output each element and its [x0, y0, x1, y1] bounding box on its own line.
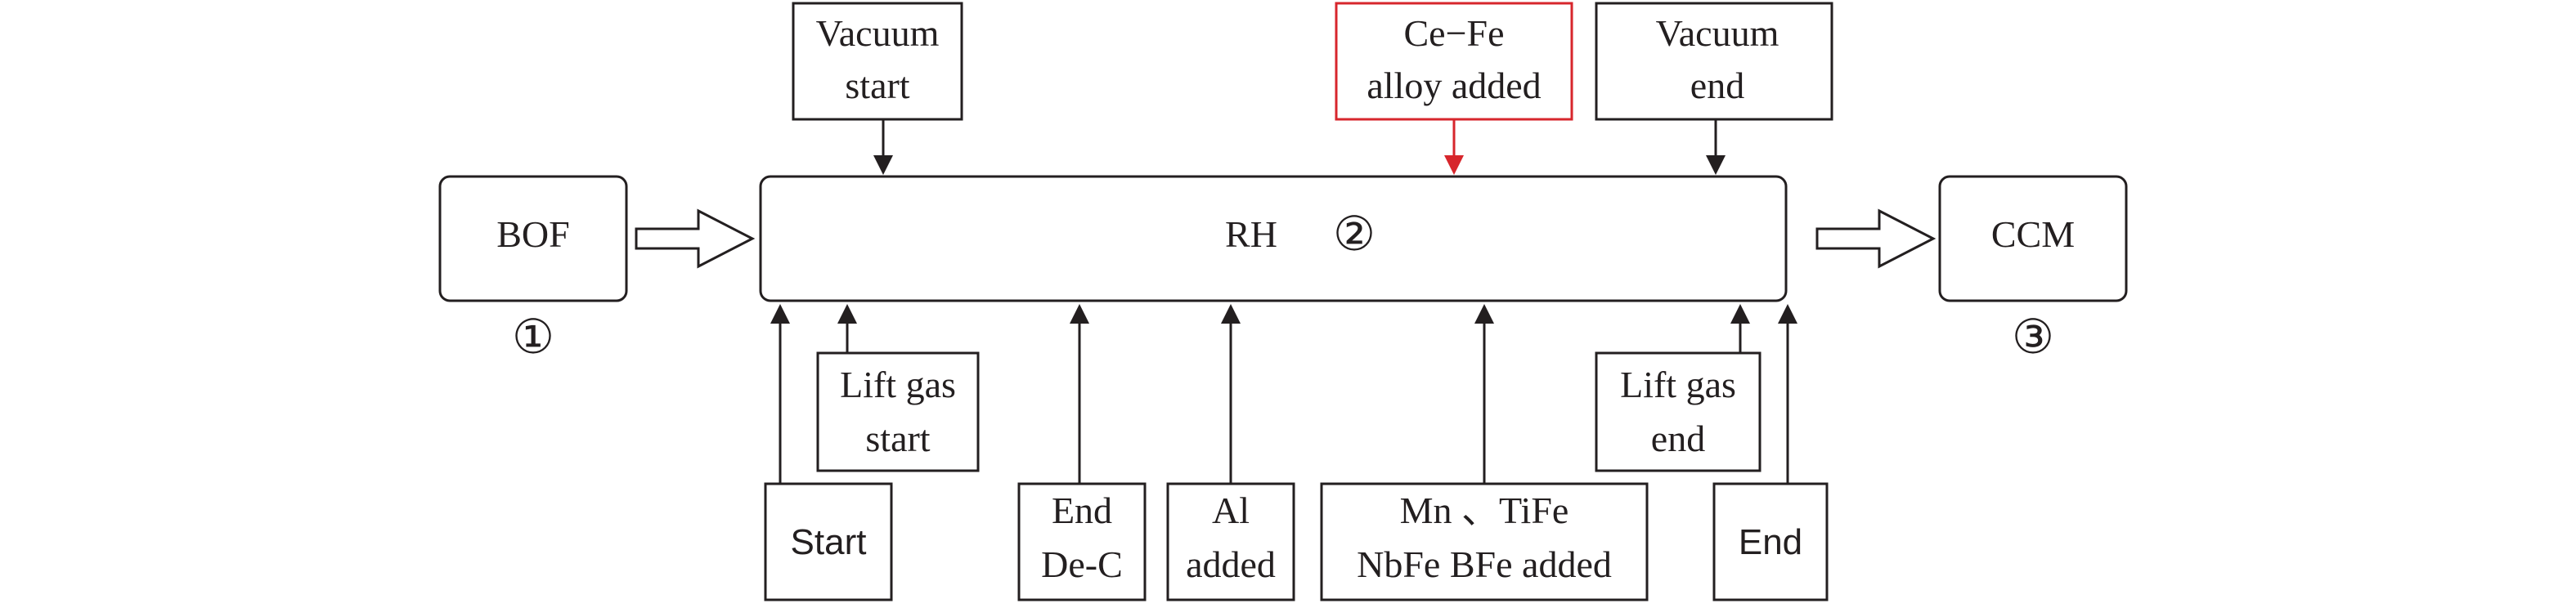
lift-gas-end-box — [1595, 351, 1761, 472]
al-added-line2: added — [1186, 543, 1276, 585]
vacuum-start-arrowhead — [873, 155, 893, 175]
start-label: Start — [791, 522, 867, 562]
vacuum-start-line2: start — [845, 65, 909, 106]
rh-label: RH — [1225, 213, 1277, 255]
ce-fe-arrowhead — [1444, 155, 1464, 175]
lift-gas-end-line2: end — [1651, 418, 1705, 459]
flow-arrow-rh-to-ccm — [1815, 208, 1936, 269]
mn-tife-nbfe-bfe-box — [1320, 482, 1649, 601]
mn-tife-line2: NbFe BFe added — [1357, 543, 1612, 585]
ccm-box — [1938, 175, 2128, 302]
al-added-arrowhead — [1221, 304, 1241, 324]
mn-tife-line1: Mn 、TiFe — [1400, 490, 1569, 531]
end-dec-line2: De-C — [1041, 543, 1123, 585]
end-dec-arrowhead — [1070, 304, 1089, 324]
lift-gas-end-line1: Lift gas — [1620, 364, 1736, 405]
start-arrowhead — [770, 304, 790, 324]
vacuum-end-box — [1595, 2, 1833, 121]
bof-box — [438, 175, 628, 302]
bof-label: BOF — [496, 213, 569, 255]
end-dec-box — [1017, 482, 1147, 601]
ccm-label: CCM — [1991, 213, 2075, 255]
mn-tife-arrowhead — [1474, 304, 1494, 324]
start-box — [764, 482, 893, 601]
ce-fe-alloy-box — [1335, 2, 1573, 121]
vacuum-end-line1: Vacuum — [1656, 12, 1779, 54]
rh-number: ② — [1333, 208, 1376, 261]
end-arrowhead — [1778, 304, 1797, 324]
vacuum-end-arrowhead — [1706, 155, 1726, 175]
ce-fe-line1: Ce−Fe — [1403, 12, 1504, 54]
lift-gas-end-arrowhead — [1730, 304, 1750, 324]
end-dec-line1: End — [1052, 490, 1112, 531]
rh-box — [759, 175, 1788, 302]
al-added-line1: Al — [1212, 490, 1250, 531]
ce-fe-line2: alloy added — [1367, 65, 1541, 106]
lift-gas-start-line1: Lift gas — [840, 364, 956, 405]
bof-number: ① — [512, 311, 554, 364]
lift-gas-start-box — [816, 351, 980, 472]
lift-gas-start-arrowhead — [837, 304, 857, 324]
vacuum-end-line2: end — [1690, 65, 1744, 106]
vacuum-start-box — [792, 2, 963, 121]
lift-gas-start-line2: start — [865, 418, 930, 459]
end-label: End — [1739, 522, 1802, 562]
end-box — [1712, 482, 1829, 601]
flow-arrow-bof-to-rh — [635, 208, 756, 269]
ccm-number: ③ — [2012, 311, 2054, 364]
vacuum-start-line1: Vacuum — [816, 12, 940, 54]
